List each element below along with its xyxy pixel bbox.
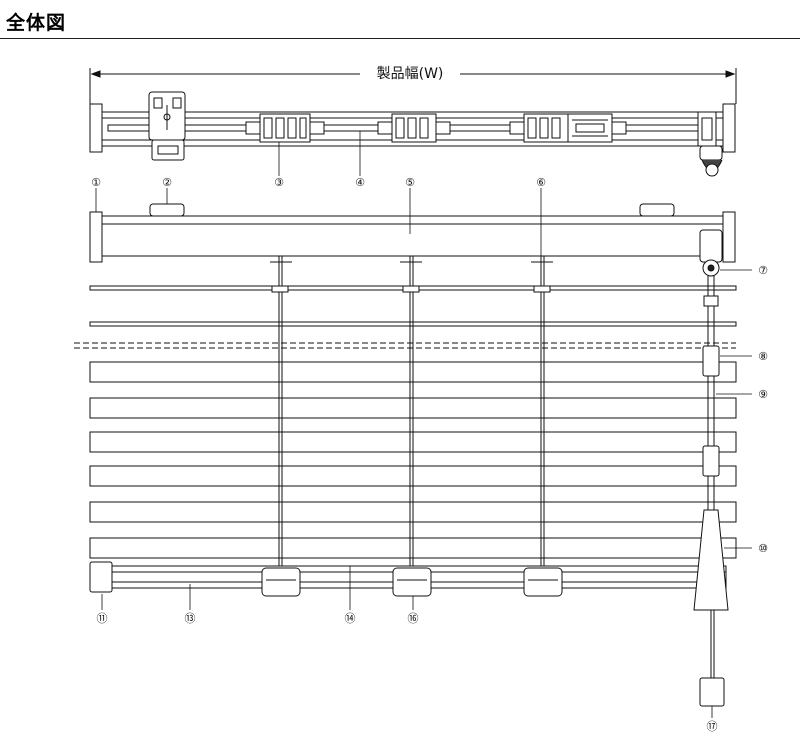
callout-8: ⑧: [758, 350, 768, 363]
slats-upper: [74, 285, 737, 349]
callout-4: ④: [355, 176, 365, 189]
title-divider: [0, 38, 800, 39]
width-dimension: 製品幅(W): [89, 62, 737, 104]
page-title: 全体図: [6, 12, 67, 34]
bracket-top: [148, 91, 186, 161]
callout-1: ①: [91, 176, 101, 189]
callout-13: ⑬: [185, 612, 196, 625]
width-label: 製品幅(W): [377, 66, 444, 82]
drum-unit-1: [245, 113, 325, 143]
drum-unit-2: [377, 113, 451, 143]
drum-unit-3: [509, 113, 627, 143]
leader-lines: [95, 131, 752, 718]
callout-6: ⑥: [536, 176, 546, 189]
callout-3: ③: [274, 176, 284, 189]
headrail-front: [89, 203, 736, 263]
callout-16: ⑯: [408, 612, 419, 625]
callout-9: ⑨: [758, 388, 768, 401]
callout-14: ⑭: [345, 612, 356, 625]
callout-labels: ① ② ③ ④ ⑤ ⑥ ⑦ ⑧ ⑨ ⑩ ⑪ ⑬ ⑭ ⑯ ⑰: [91, 176, 768, 733]
callout-10: ⑩: [758, 542, 768, 555]
callout-5: ⑤: [405, 176, 415, 189]
tilter-top: [697, 111, 723, 177]
headrail-interior: [89, 91, 736, 177]
callout-17: ⑰: [707, 720, 718, 733]
ladder-cords: [270, 256, 553, 570]
callout-11: ⑪: [97, 612, 108, 625]
callout-7: ⑦: [758, 264, 768, 277]
callout-2: ②: [162, 176, 172, 189]
wand: [693, 259, 729, 707]
bottom-rail: [89, 561, 727, 597]
